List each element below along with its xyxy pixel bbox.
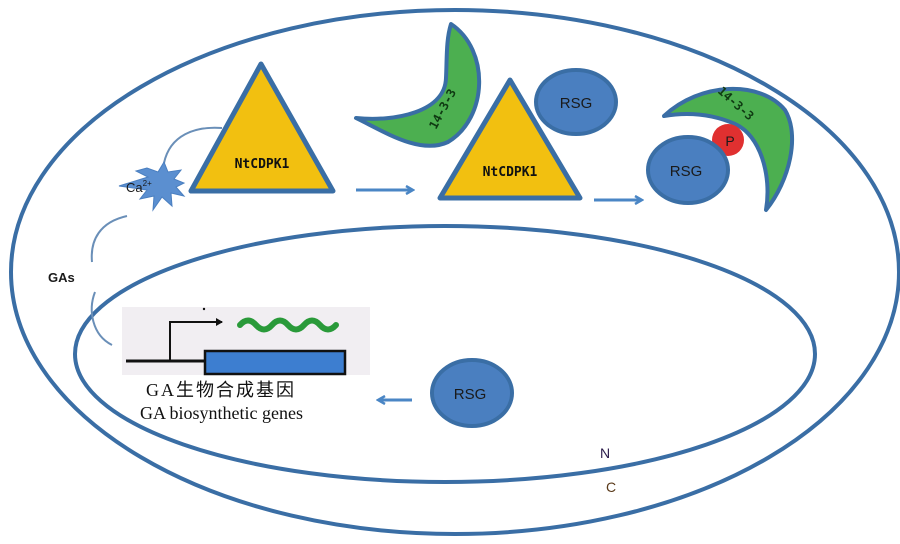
gene-label-chinese: GA生物合成基因 — [146, 380, 296, 400]
calcium-burst-icon — [118, 160, 186, 212]
gas-to-calcium-connector — [90, 215, 128, 263]
rsg-step3-label: RSG — [670, 163, 703, 180]
calcium-to-kinase-connector — [163, 126, 223, 164]
gas-to-gene-connector — [90, 291, 113, 346]
adaptor-14-3-3-step2 — [354, 22, 482, 148]
rsg-nuclear — [430, 358, 514, 428]
gas-label: GAs — [48, 270, 75, 285]
ntcdpk1-step1-label: NtCDPK1 — [235, 157, 290, 172]
gene-label-english: GA biosynthetic genes — [140, 403, 303, 423]
calcium-label: Ca — [126, 180, 143, 195]
cytoplasm-label: C — [606, 479, 616, 495]
ntcdpk1-step2-label: NtCDPK1 — [483, 165, 538, 180]
nuclear-membrane — [73, 224, 817, 484]
promoter-dot — [202, 307, 206, 311]
nucleus-label: N — [600, 445, 610, 461]
svg-text:Ca2+: Ca2+ — [126, 179, 152, 195]
gene-coding-region — [203, 349, 347, 376]
rsg-step3 — [646, 135, 730, 205]
adaptor-14-3-3-step3 — [662, 86, 794, 212]
mrna-transcript — [237, 317, 339, 333]
rsg-nuclear-label: RSG — [454, 386, 487, 403]
phospho-label: P — [725, 133, 734, 149]
transcription-start-arrow — [169, 318, 223, 361]
rsg-step2 — [534, 68, 618, 136]
ntcdpk1-step2 — [437, 77, 583, 201]
rsg-step2-label: RSG — [560, 95, 593, 112]
cell-membrane — [9, 8, 900, 536]
calcium-ion: Ca2+ — [118, 160, 186, 212]
calcium-charge: 2+ — [143, 179, 152, 188]
ntcdpk1-step1 — [188, 61, 336, 194]
gene-panel — [122, 307, 370, 376]
